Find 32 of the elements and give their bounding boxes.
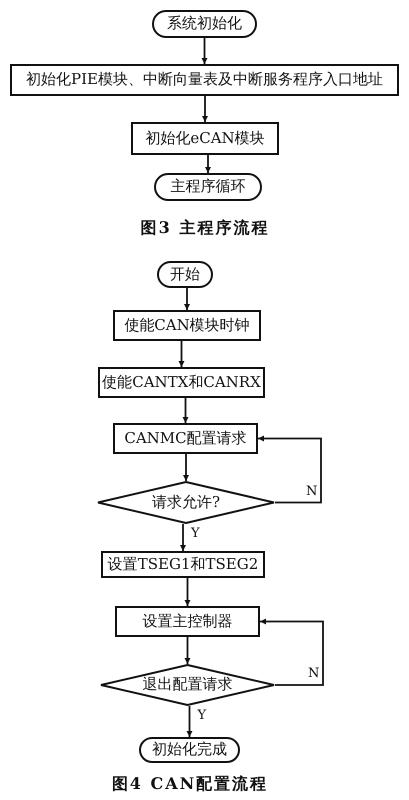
arrow xyxy=(186,706,192,737)
arrow xyxy=(180,524,186,551)
process-box: 设置TSEG1和TSEG2 xyxy=(101,551,265,578)
process-box: 使能CANTX和CANRX xyxy=(98,367,265,398)
edge-label: N xyxy=(305,484,318,498)
process-box: 初始化eCAN模块 xyxy=(131,122,279,155)
decision-diamond: 退出配置请求 xyxy=(100,664,275,706)
terminal-box: 系统初始化 xyxy=(152,10,257,38)
arrow xyxy=(182,398,188,423)
figure-caption: 图4 CAN配置流程 xyxy=(112,774,268,795)
arrow xyxy=(258,436,322,504)
process-box: 设置主控制器 xyxy=(115,606,260,637)
arrow xyxy=(184,288,190,310)
arrow xyxy=(202,38,208,64)
arrow xyxy=(205,155,211,173)
arrow xyxy=(183,454,189,481)
process-box: CANMC配置请求 xyxy=(113,423,258,454)
edge-label: Y xyxy=(196,709,208,722)
arrow xyxy=(184,578,190,606)
process-box: 初始化PIE模块、中断向量表及中断服务程序入口地址 xyxy=(10,64,399,96)
process-box: 使能CAN模块时钟 xyxy=(113,310,261,341)
edge-label: Y xyxy=(190,527,201,540)
arrow xyxy=(178,341,184,367)
arrow xyxy=(184,637,190,664)
figure-caption: 图3 主程序流程 xyxy=(140,218,270,239)
decision-diamond: 请求允许? xyxy=(97,481,275,524)
edge-label: N xyxy=(307,667,320,680)
terminal-box: 初始化完成 xyxy=(139,737,240,763)
arrow xyxy=(202,96,208,122)
terminal-box: 开始 xyxy=(157,261,213,288)
arrow xyxy=(260,618,324,686)
terminal-box: 主程序循环 xyxy=(154,173,262,201)
